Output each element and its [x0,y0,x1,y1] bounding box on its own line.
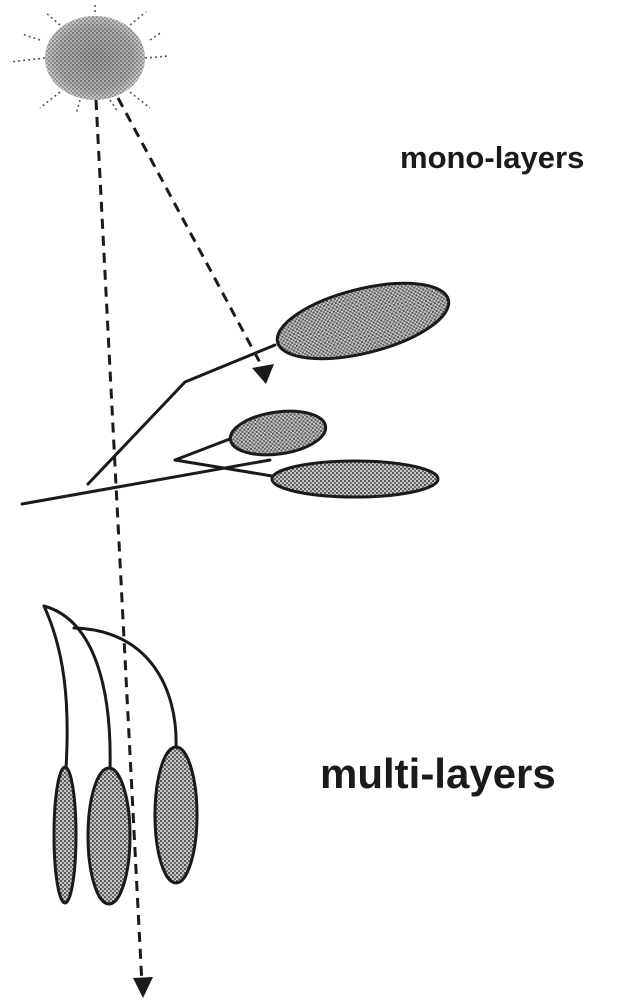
multi-layers-label: multi-layers [320,750,556,798]
multi-layer-leaves [54,747,197,904]
leaf-center [88,768,130,904]
leaf-top [270,269,456,374]
mono-layer-plant [22,345,275,504]
arrowhead-multi-icon [133,977,153,998]
light-ray-mono [118,98,265,372]
sun-icon [10,2,168,114]
mono-layers-label: mono-layers [400,140,584,176]
leaf-left [54,767,76,903]
leaf-bottom [272,461,438,497]
leaf-right [155,747,197,883]
arrowhead-mono-icon [252,364,274,384]
multi-layer-plant [44,606,176,770]
leaf-middle [228,406,329,461]
